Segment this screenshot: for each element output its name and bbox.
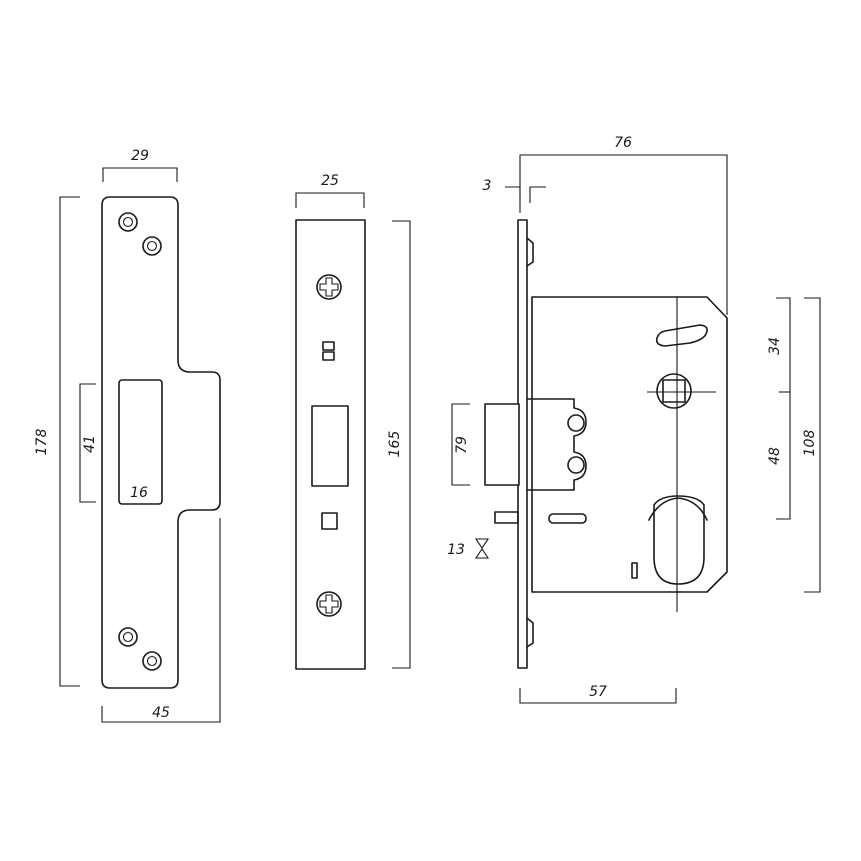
svg-text:108: 108 xyxy=(802,430,818,457)
latch-slot xyxy=(548,513,587,524)
strike-opening xyxy=(118,379,163,505)
svg-text:48: 48 xyxy=(767,447,783,465)
dim-lock-depth: 76 xyxy=(519,135,728,315)
svg-text:76: 76 xyxy=(614,135,632,151)
screw xyxy=(316,274,342,300)
lock-case xyxy=(531,296,728,593)
follower-slot xyxy=(655,324,708,347)
snib-slot xyxy=(322,341,335,361)
screw-hole xyxy=(118,212,138,232)
screw xyxy=(316,591,342,617)
spindle-follower xyxy=(656,373,692,409)
dim-case-height: 108 xyxy=(802,297,821,593)
svg-text:57: 57 xyxy=(589,684,607,700)
small-slot xyxy=(631,562,638,579)
svg-text:16: 16 xyxy=(130,485,148,501)
snib xyxy=(494,511,519,524)
svg-text:25: 25 xyxy=(321,173,339,189)
svg-text:79: 79 xyxy=(454,436,470,454)
strike-plate: 29 178 41 16 45 xyxy=(34,148,221,723)
svg-text:13: 13 xyxy=(447,542,465,558)
dim-strike-opening-height: 41 xyxy=(79,383,98,503)
svg-text:165: 165 xyxy=(387,431,403,458)
dim-deadlock-throw: 13 xyxy=(447,538,490,559)
dim-handle-centres: 34 48 xyxy=(767,297,791,520)
svg-text:29: 29 xyxy=(131,148,149,164)
cylinder-hole xyxy=(653,495,705,585)
dim-faceplate-height: 165 xyxy=(387,220,411,669)
lock-body: 76 3 79 13 57 34 48 xyxy=(447,135,821,704)
svg-text:178: 178 xyxy=(34,429,50,456)
dim-strike-height: 178 xyxy=(34,196,80,687)
svg-text:34: 34 xyxy=(767,337,783,355)
dim-bolt-height: 79 xyxy=(451,403,470,486)
svg-text:41: 41 xyxy=(82,435,98,453)
dim-strike-top-width: 29 xyxy=(102,148,178,182)
screw-hole xyxy=(118,627,138,647)
faceplate: 25 165 xyxy=(295,173,411,670)
bolt-opening xyxy=(311,405,349,487)
screw-hole xyxy=(142,651,162,671)
dim-forend-thickness: 3 xyxy=(483,178,546,203)
svg-text:45: 45 xyxy=(152,705,170,721)
screw-hole xyxy=(142,236,162,256)
svg-text:3: 3 xyxy=(483,178,492,194)
dim-strike-opening-width: 16 xyxy=(130,485,148,501)
latch-opening xyxy=(321,512,338,530)
dim-strike-bottom-width: 45 xyxy=(101,518,221,723)
deadbolt xyxy=(484,398,587,491)
dim-backset: 57 xyxy=(519,684,677,704)
dim-faceplate-width: 25 xyxy=(295,173,365,208)
